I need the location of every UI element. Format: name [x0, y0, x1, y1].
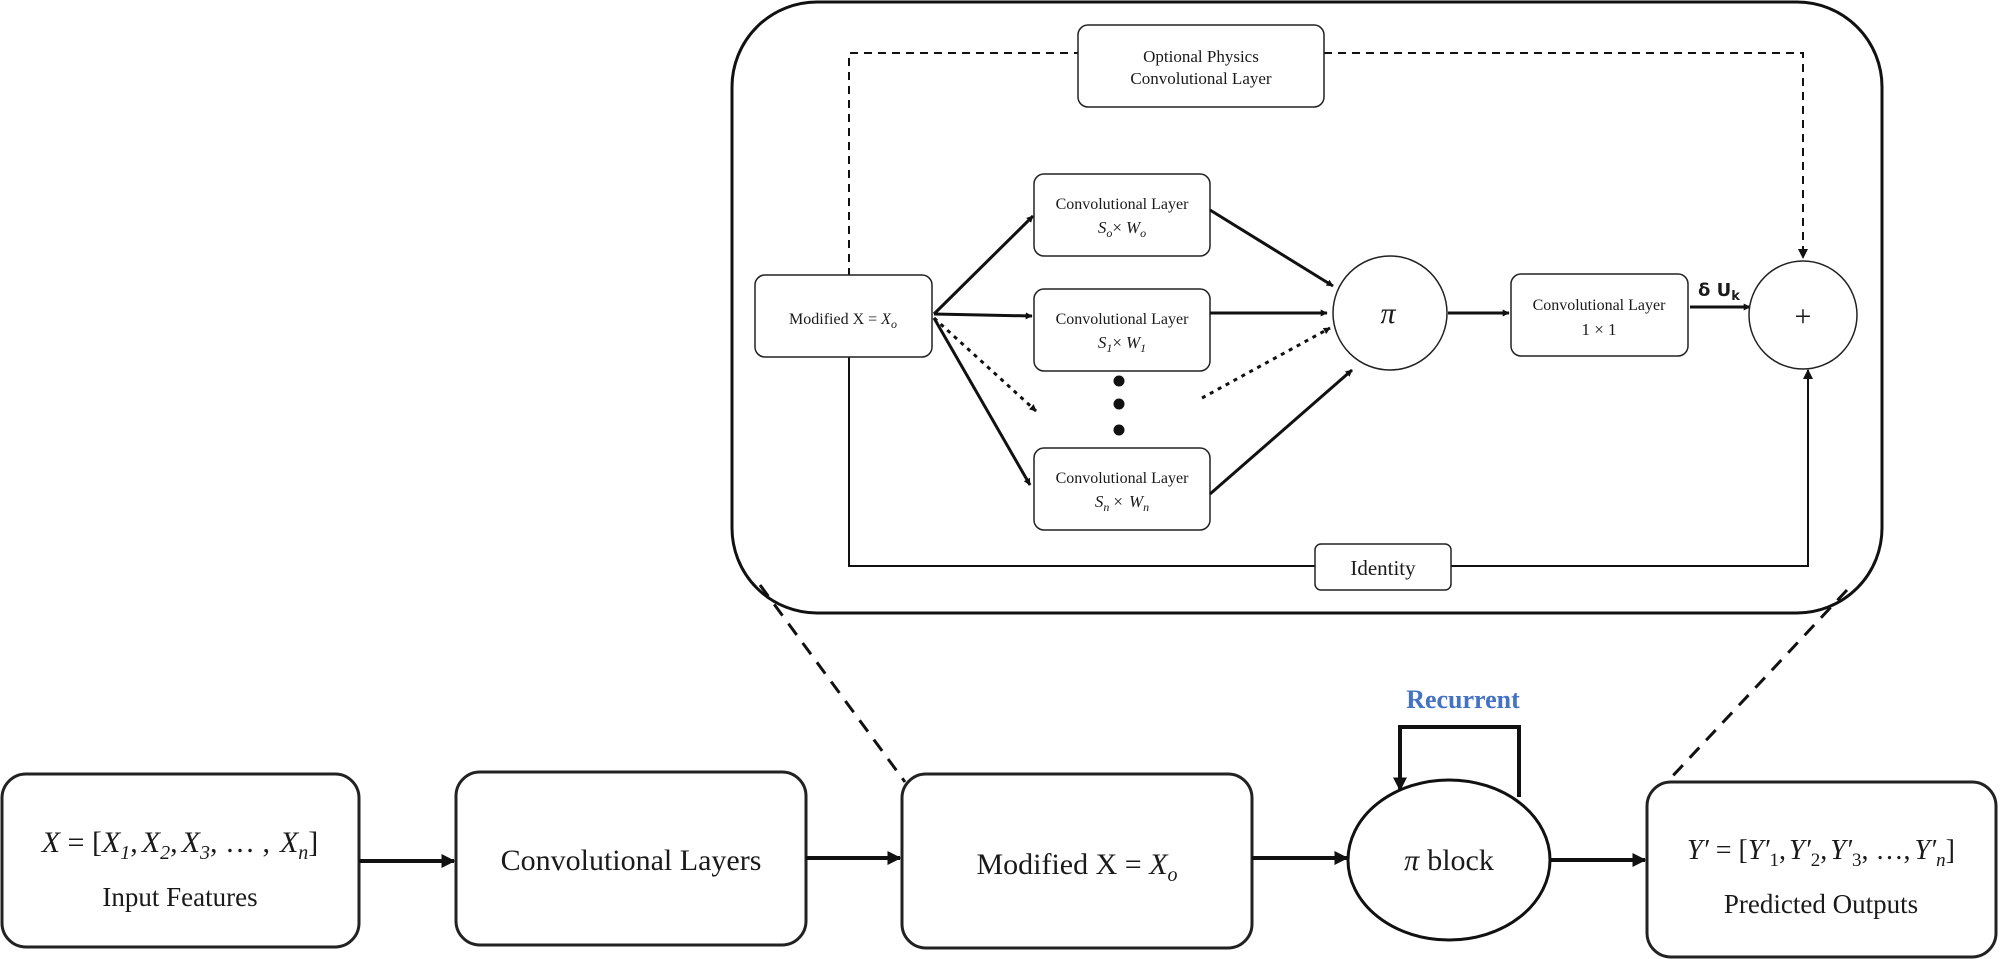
- physics-bypass-right-arrow: [1324, 52, 1808, 259]
- final-conv-title: Convolutional Layer: [1533, 297, 1667, 314]
- modified-x-box: [900, 772, 1254, 950]
- optional-physics-conv-box: [1077, 24, 1325, 108]
- conv-layer-1-title: Convolutional Layer: [1056, 311, 1190, 328]
- modified-input-label: Modified X = Xo: [789, 311, 897, 331]
- arrow-dotted-to-pi: [1201, 326, 1331, 400]
- physics-label-line2: Convolutional Layer: [1130, 69, 1272, 88]
- convolutional-layers-label: Convolutional Layers: [501, 844, 762, 877]
- identity-box: [1314, 543, 1452, 591]
- predicted-outputs-box: [1645, 780, 1998, 959]
- ellipsis-dot-2: [1113, 398, 1125, 410]
- identity-label: Identity: [1350, 556, 1416, 580]
- conv-layer-n-title: Convolutional Layer: [1056, 470, 1190, 487]
- arrow-convn-to-pi: [1209, 368, 1353, 496]
- identity-right-arrow: [1451, 369, 1813, 567]
- modified-x-label: Modified X = Xo: [976, 848, 1177, 886]
- pi-block-detail-panel: [730, 0, 1884, 615]
- predicted-outputs-equation: Y′ = [Y′1,Y′2,Y′3, …,Y′n]: [1687, 835, 1955, 871]
- ellipsis-dot-3: [1113, 424, 1125, 436]
- conv-layer-0-title: Convolutional Layer: [1056, 196, 1190, 213]
- input-features-equation: X = [X1,X2,X3, … ,Xn]: [41, 826, 319, 864]
- ellipsis-dot-1: [1113, 375, 1125, 387]
- arrow-to-conv1: [933, 312, 1033, 320]
- arrow-conv0-to-pi: [1209, 208, 1334, 288]
- zoom-line-right: [1665, 588, 1849, 784]
- input-features-label: Input Features: [102, 882, 257, 912]
- final-conv-1x1-box: [1510, 273, 1689, 357]
- arrow-to-conv0: [932, 214, 1035, 316]
- conv-layer-n-box: [1033, 447, 1211, 531]
- pi-product-node: [1332, 255, 1448, 371]
- sum-node: [1748, 260, 1858, 370]
- conv-layer-0-size: So×Wo: [1098, 218, 1146, 240]
- physics-bypass-left-line: [848, 52, 1078, 276]
- modified-input-box: [754, 274, 933, 358]
- delta-u-label: δ Uk: [1698, 280, 1740, 304]
- identity-left-line: [848, 357, 1315, 567]
- sum-symbol: +: [1795, 300, 1812, 333]
- final-conv-size: 1 × 1: [1581, 320, 1616, 339]
- recurrent-label: Recurrent: [1406, 685, 1520, 714]
- recurrent-loop-arrow: [1393, 725, 1521, 797]
- pi-product-symbol: π: [1380, 297, 1396, 330]
- zoom-line-left: [758, 584, 907, 783]
- conv-layer-0-box: [1033, 173, 1211, 257]
- conv-layer-n-size: Sn×Wn: [1095, 492, 1149, 514]
- conv-layer-1-box: [1033, 288, 1211, 372]
- predicted-outputs-label: Predicted Outputs: [1724, 889, 1918, 919]
- conv-layer-1-size: S1×W1: [1098, 333, 1146, 355]
- physics-label-line1: Optional Physics: [1143, 47, 1259, 66]
- arrow-to-convn: [932, 317, 1032, 486]
